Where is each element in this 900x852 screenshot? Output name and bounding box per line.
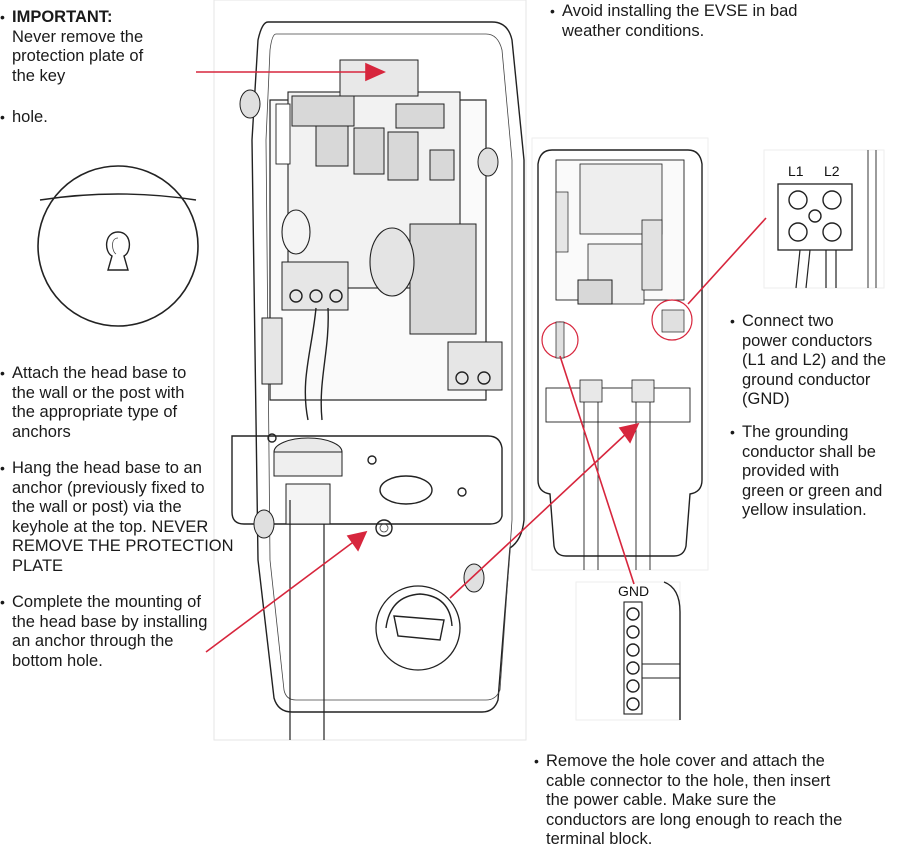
step-connect: Connect two power conductors (L1 and L2)…	[730, 312, 900, 410]
weather-line-2: weather conditions.	[562, 21, 705, 40]
gnd-label: GND	[618, 583, 649, 599]
step-hang-line: PLATE	[12, 556, 64, 575]
step-hang-line: anchor (previously fixed to	[12, 478, 205, 497]
step-hole-cover-line: Remove the hole cover and attach the	[546, 752, 825, 770]
step-grounding-line: The grounding	[742, 423, 849, 441]
gnd-terminal-detail: GND	[575, 581, 681, 721]
step-complete-line: the head base by installing	[12, 612, 208, 631]
weather-note: Avoid installing the EVSE in bad weather…	[550, 2, 900, 41]
step-attach: Attach the head base to the wall or the …	[0, 364, 252, 442]
hole-cover-callout-arrowhead	[618, 422, 640, 444]
important-note: IMPORTANT: Never remove the protection p…	[0, 8, 212, 86]
step-hang-line: REMOVE THE PROTECTION	[12, 537, 234, 555]
weather-line-1: Avoid installing the EVSE in bad	[562, 2, 798, 20]
step-connect-line: (GND)	[742, 390, 790, 408]
callout-arrows	[196, 62, 767, 653]
step-connect-line: power conductors	[742, 331, 873, 350]
step-connect-line: (L1 and L2) and the	[742, 351, 887, 369]
bottom-hole-callout-arrowhead	[346, 530, 368, 552]
evse-overview-small	[531, 137, 709, 571]
l1-l2-terminal-detail: L1 L2	[763, 149, 885, 289]
step-attach-line: anchors	[12, 422, 71, 441]
step-complete-line: Complete the mounting of	[12, 593, 201, 611]
step-grounding: The grounding conductor shall be provide…	[730, 423, 900, 521]
evse-housing-main	[231, 21, 525, 740]
step-hang: Hang the head base to an anchor (previou…	[0, 459, 252, 576]
important-line-1: Never remove the	[12, 27, 144, 46]
important-line-3: the key	[12, 66, 66, 85]
step-grounding-line: conductor shall be	[742, 442, 876, 461]
important-line-2: protection plate of	[12, 47, 144, 65]
hole-cover-callout-line	[449, 431, 629, 599]
step-hang-line: the wall or post) via the	[12, 498, 182, 516]
l1l2-callout-line	[687, 217, 767, 305]
important-line-4: hole.	[12, 108, 48, 126]
step-connect-line: ground conductor	[742, 370, 871, 389]
step-hole-cover-line: conductors are long enough to reach the	[546, 810, 843, 829]
step-complete-line: an anchor through the	[12, 632, 174, 650]
l2-label: L2	[824, 163, 840, 179]
keyhole-detail	[37, 165, 199, 327]
step-attach-line: the wall or the post with	[12, 383, 185, 402]
step-hang-line: keyhole at the top. NEVER	[12, 517, 209, 536]
step-attach-line: the appropriate type of	[12, 403, 178, 421]
step-complete: Complete the mounting of the head base b…	[0, 593, 252, 671]
keyhole-callout-arrowhead	[365, 62, 386, 82]
important-heading: IMPORTANT:	[12, 8, 113, 26]
step-attach-line: Attach the head base to	[12, 364, 187, 382]
step-hole-cover-line: terminal block.	[546, 830, 653, 848]
step-hole-cover-line: the power cable. Make sure the	[546, 791, 777, 809]
step-complete-line: bottom hole.	[12, 651, 103, 670]
step-grounding-line: yellow insulation.	[742, 501, 867, 519]
important-hole-line: hole.	[0, 108, 212, 128]
step-grounding-line: green or green and	[742, 481, 883, 500]
l1-label: L1	[788, 163, 804, 179]
step-hang-line: Hang the head base to an	[12, 459, 202, 477]
step-hole-cover: Remove the hole cover and attach the cab…	[534, 752, 900, 850]
gnd-callout-line	[559, 355, 635, 585]
step-hole-cover-line: cable connector to the hole, then insert	[546, 771, 831, 790]
step-connect-line: Connect two	[742, 312, 834, 330]
step-grounding-line: provided with	[742, 462, 840, 480]
